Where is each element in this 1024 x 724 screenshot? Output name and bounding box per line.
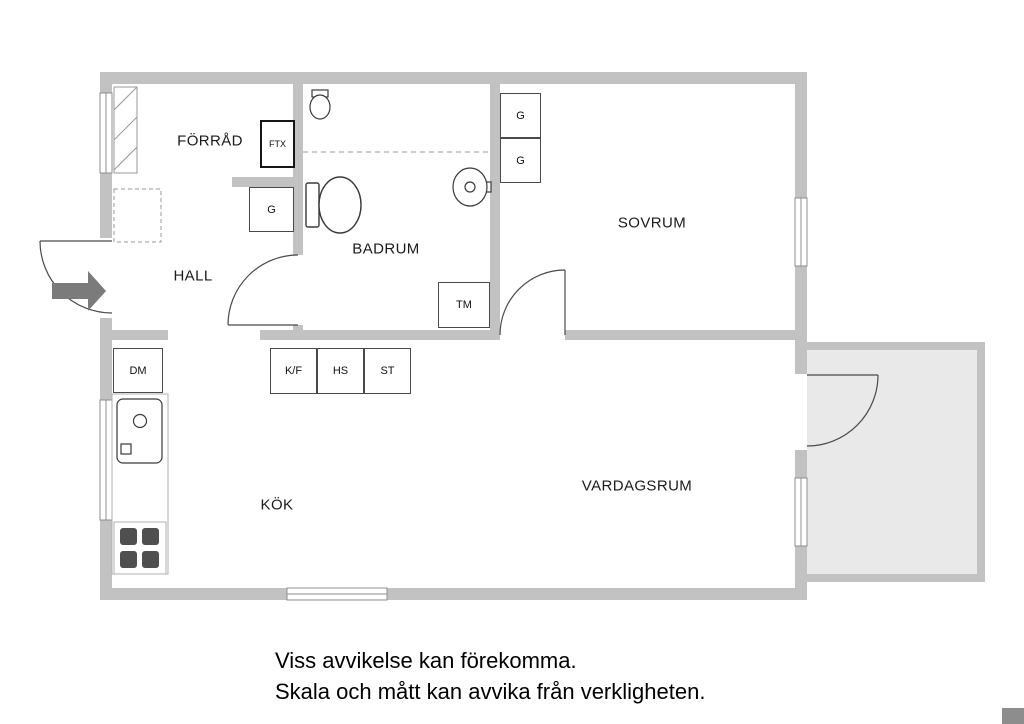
entrance-arrow-icon [52, 271, 106, 311]
toilet-icon [305, 176, 362, 234]
stove-icon [113, 521, 167, 575]
window-right-sovrum [794, 197, 808, 267]
washing-machine: TM [438, 282, 490, 328]
balcony-wall-right [977, 342, 985, 582]
sovrum-door-swing [499, 269, 566, 336]
wardrobe-hall-label: G [267, 203, 276, 216]
shelf-cabinet-hs: HS [317, 348, 364, 394]
balcony-wall-bottom [807, 574, 985, 582]
wardrobe-sovrum-2-label: G [516, 154, 525, 167]
room-label-badrum: BADRUM [352, 240, 420, 258]
wall-hall-kitchen-stub [112, 330, 168, 340]
bathroom-sink-icon [452, 167, 492, 207]
fridge-freezer-label: K/F [284, 365, 303, 377]
balcony-door-swing [806, 374, 879, 447]
room-label-vardagsrum: VARDAGSRUM [581, 477, 693, 495]
closet-hatch-icon [113, 86, 138, 174]
balcony-floor [807, 342, 985, 582]
dishwasher: DM [113, 348, 163, 393]
room-label-sovrum: SOVRUM [617, 214, 687, 232]
wall-outer-bottom [100, 588, 807, 600]
kitchen-sink-icon [116, 398, 163, 464]
ftx-unit: FTX [260, 120, 295, 168]
wardrobe-sovrum-1: G [500, 93, 541, 138]
window-left-top [99, 92, 113, 174]
room-label-forrad: FÖRRÅD [177, 132, 243, 150]
shelf-cabinet-hs-label: HS [332, 365, 349, 377]
window-right-vardagsrum [794, 477, 808, 547]
wall-forrad-bottom [232, 177, 303, 187]
window-left-kitchen [99, 399, 113, 521]
wall-badrum-sovrum [490, 84, 500, 340]
room-label-kok: KÖK [260, 496, 294, 514]
room-label-hall: HALL [173, 267, 213, 285]
wardrobe-sovrum-1-label: G [516, 109, 525, 122]
window-bottom [286, 587, 388, 601]
disclaimer-line-1: Viss avvikelse kan förekomma. [275, 648, 577, 673]
washing-machine-label: TM [456, 299, 472, 311]
cleaning-cabinet-st: ST [364, 348, 411, 394]
wardrobe-sovrum-2: G [500, 138, 541, 183]
badrum-door-swing [227, 254, 299, 326]
corner-watermark [1002, 708, 1024, 724]
wall-outer-top [100, 72, 807, 84]
wardrobe-hall: G [249, 187, 294, 232]
disclaimer-line-2: Skala och mått kan avvika från verklighe… [275, 679, 706, 704]
wall-badrum-left-upper [293, 84, 303, 255]
balcony-wall-top [807, 342, 985, 350]
wall-badrum-bottom [260, 330, 500, 340]
interior-walls [112, 84, 807, 340]
balcony [807, 342, 985, 582]
windows [99, 92, 808, 601]
forrad-closet [113, 86, 138, 174]
entry-door-gap [100, 238, 112, 318]
ftx-label: FTX [269, 139, 286, 149]
balcony-door-gap [795, 374, 807, 450]
cleaning-cabinet-st-label: ST [380, 365, 395, 377]
forrad-opening-dashed [113, 188, 162, 243]
wall-sovrum-bottom [565, 330, 807, 340]
washbasin-small-icon [309, 89, 331, 120]
dishwasher-label: DM [129, 364, 147, 377]
fridge-freezer: K/F [270, 348, 317, 394]
